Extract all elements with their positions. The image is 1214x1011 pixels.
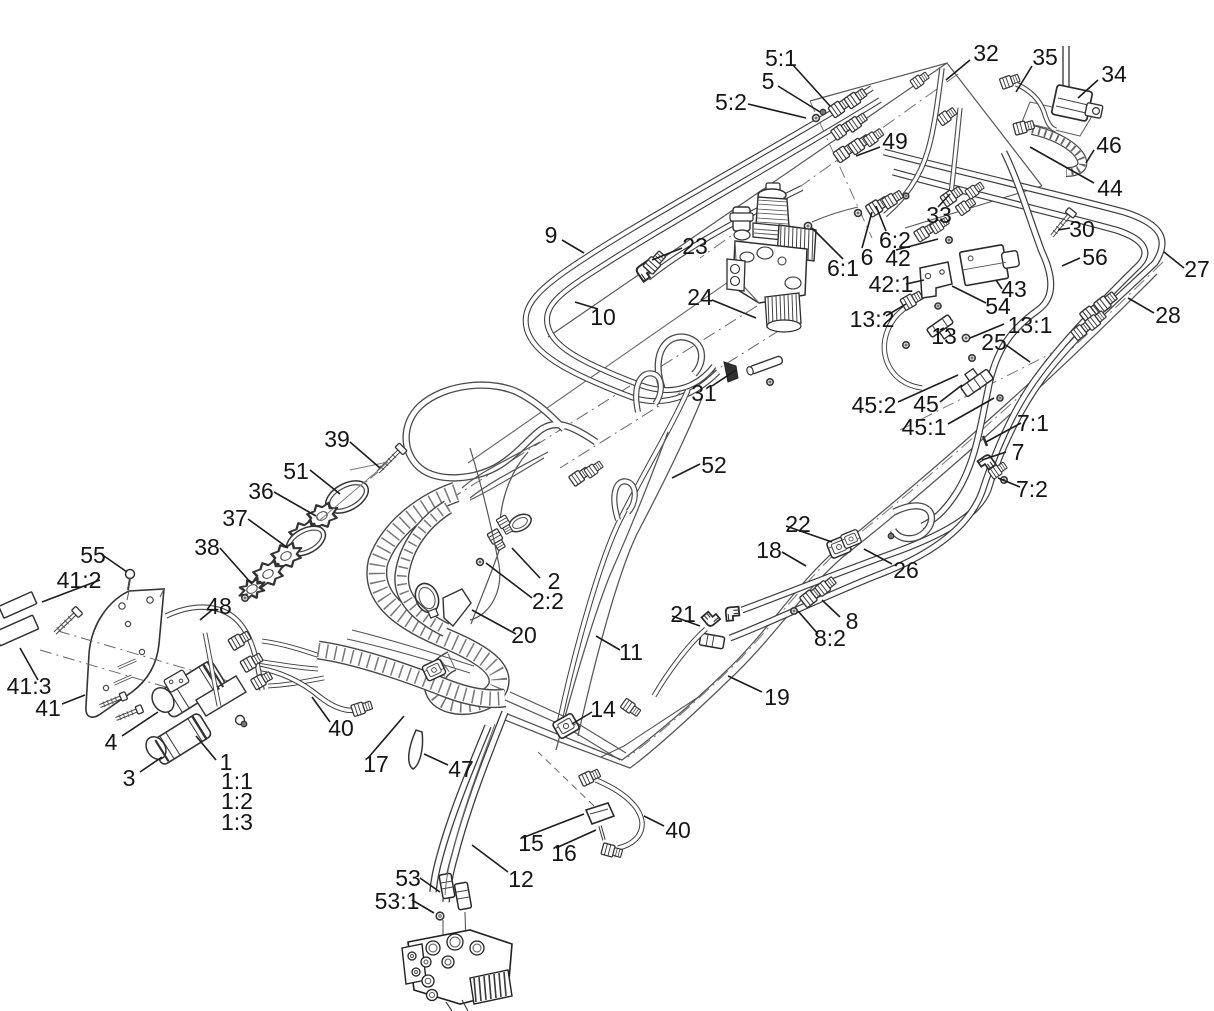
svg-text:40: 40: [665, 817, 691, 843]
svg-text:3: 3: [123, 765, 136, 791]
svg-text:5:2: 5:2: [715, 89, 747, 115]
svg-text:22: 22: [785, 511, 811, 537]
svg-text:45:2: 45:2: [852, 392, 897, 418]
svg-text:42:1: 42:1: [869, 271, 914, 297]
svg-text:9: 9: [545, 222, 558, 248]
svg-text:41:2: 41:2: [57, 567, 102, 593]
svg-text:46: 46: [1096, 132, 1122, 158]
svg-text:2: 2: [548, 568, 561, 594]
svg-text:47: 47: [448, 756, 474, 782]
svg-text:19: 19: [764, 684, 790, 710]
svg-text:8:2: 8:2: [814, 625, 846, 651]
svg-text:51: 51: [283, 458, 309, 484]
svg-text:12: 12: [508, 866, 534, 892]
svg-text:4: 4: [105, 729, 118, 755]
svg-text:16: 16: [551, 840, 577, 866]
svg-text:23: 23: [682, 233, 708, 259]
svg-text:7: 7: [1012, 439, 1025, 465]
svg-text:13: 13: [931, 323, 957, 349]
svg-text:10: 10: [590, 304, 616, 330]
svg-text:6: 6: [861, 244, 874, 270]
svg-text:6:2: 6:2: [879, 227, 911, 253]
svg-text:5:1: 5:1: [765, 45, 797, 71]
svg-text:6:1: 6:1: [827, 255, 859, 281]
svg-text:7:2: 7:2: [1016, 476, 1048, 502]
svg-text:20: 20: [511, 622, 537, 648]
svg-text:2:2: 2:2: [532, 588, 564, 614]
svg-text:5: 5: [762, 68, 775, 94]
svg-text:36: 36: [248, 478, 274, 504]
svg-text:42: 42: [885, 245, 911, 271]
svg-text:45: 45: [913, 391, 939, 417]
svg-text:52: 52: [701, 452, 727, 478]
svg-text:35: 35: [1032, 44, 1058, 70]
svg-text:56: 56: [1082, 244, 1108, 270]
svg-text:15: 15: [518, 830, 544, 856]
svg-text:1:2: 1:2: [221, 788, 253, 814]
svg-text:31: 31: [691, 380, 717, 406]
svg-text:49: 49: [882, 128, 908, 154]
svg-text:41: 41: [35, 695, 61, 721]
svg-text:39: 39: [324, 426, 350, 452]
svg-text:30: 30: [1069, 216, 1095, 242]
svg-text:55: 55: [80, 542, 106, 568]
svg-text:43: 43: [1001, 276, 1027, 302]
svg-text:41:3: 41:3: [7, 673, 52, 699]
svg-text:24: 24: [687, 284, 713, 310]
svg-text:28: 28: [1155, 302, 1181, 328]
svg-text:34: 34: [1101, 61, 1127, 87]
svg-text:40: 40: [328, 715, 354, 741]
svg-text:13:1: 13:1: [1008, 312, 1053, 338]
svg-text:45:1: 45:1: [902, 414, 947, 440]
svg-text:32: 32: [973, 40, 999, 66]
svg-text:17: 17: [363, 751, 389, 777]
svg-text:14: 14: [590, 696, 616, 722]
svg-text:38: 38: [194, 534, 220, 560]
svg-text:53:1: 53:1: [375, 888, 420, 914]
svg-text:54: 54: [985, 293, 1011, 319]
svg-text:21: 21: [670, 601, 696, 627]
svg-text:1: 1: [220, 749, 233, 775]
svg-text:8: 8: [846, 608, 859, 634]
svg-text:1:3: 1:3: [221, 809, 253, 835]
svg-text:25: 25: [981, 329, 1007, 355]
svg-text:44: 44: [1097, 175, 1123, 201]
svg-text:33: 33: [926, 202, 952, 228]
svg-text:18: 18: [756, 537, 782, 563]
svg-text:11: 11: [619, 639, 643, 665]
svg-text:1:1: 1:1: [221, 768, 253, 794]
svg-text:53: 53: [395, 865, 421, 891]
svg-text:7:1: 7:1: [1017, 410, 1049, 436]
svg-text:13:2: 13:2: [850, 306, 895, 332]
svg-text:27: 27: [1184, 256, 1210, 282]
svg-text:48: 48: [206, 593, 232, 619]
svg-text:26: 26: [893, 557, 919, 583]
svg-text:37: 37: [222, 505, 248, 531]
